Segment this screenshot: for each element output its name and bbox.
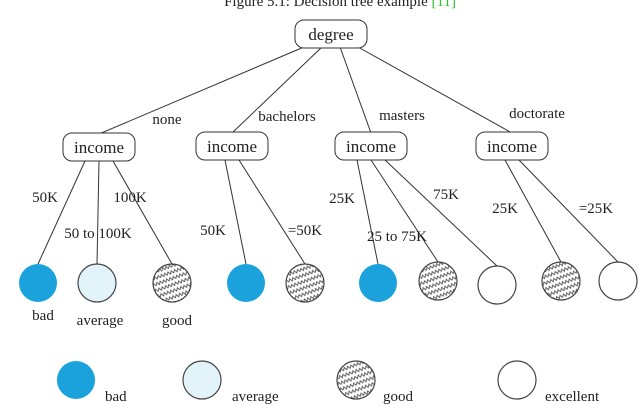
income-node-doctorate-box bbox=[475, 131, 549, 161]
leaf-average bbox=[77, 263, 117, 303]
legend-label-average: average bbox=[232, 389, 279, 405]
leaf-good bbox=[418, 261, 458, 301]
edge-label-=50K: =50K bbox=[288, 223, 322, 239]
edge-label-50K: 50K bbox=[32, 190, 58, 206]
edge-bachelors-0 bbox=[224, 159, 247, 265]
edge-label-=25K: =25K bbox=[579, 201, 613, 217]
leaf-bad bbox=[227, 264, 265, 302]
legend-label-bad: bad bbox=[105, 389, 127, 405]
edge-label-none: none bbox=[152, 112, 182, 128]
edge-label-25K: 25K bbox=[329, 191, 355, 207]
edge-doctorate-0 bbox=[504, 159, 562, 263]
legend-swatch-average bbox=[182, 360, 222, 400]
leaf-good bbox=[152, 263, 192, 303]
edge-degree-bachelors bbox=[231, 46, 323, 134]
income-node-masters: income bbox=[334, 131, 408, 161]
legend-swatch-excellent bbox=[497, 360, 537, 400]
leaf-label-average: average bbox=[77, 313, 124, 329]
edge-label-25K: 25K bbox=[492, 201, 518, 217]
income-node-masters-label: income bbox=[346, 137, 396, 156]
income-node-masters-box bbox=[334, 131, 408, 161]
leaf-bad bbox=[19, 264, 57, 302]
legend-label-excellent: excellent bbox=[545, 389, 600, 405]
edge-masters-0 bbox=[356, 159, 379, 265]
legend-swatch-good bbox=[336, 360, 376, 400]
income-node-bachelors-label: income bbox=[207, 137, 257, 156]
figure-caption: Figure 5.1: Decision tree example [11] bbox=[224, 0, 456, 10]
edge-none-2 bbox=[112, 160, 173, 265]
edge-label-25 to 75K: 25 to 75K bbox=[367, 229, 427, 245]
caption-reference: [11] bbox=[432, 0, 456, 10]
edge-label-75K: 75K bbox=[433, 187, 459, 203]
edge-label-doctorate: doctorate bbox=[509, 106, 565, 122]
edge-none-1 bbox=[96, 160, 100, 265]
leaf-good bbox=[285, 263, 325, 303]
income-node-bachelors: income bbox=[195, 131, 269, 161]
income-node-none-box bbox=[62, 132, 136, 162]
edge-label-100K: 100K bbox=[113, 190, 147, 206]
leaf-label-bad: bad bbox=[32, 308, 54, 324]
leaf-label-good: good bbox=[162, 313, 193, 329]
edge-label-50 to 100K: 50 to 100K bbox=[64, 226, 132, 242]
edge-masters-1 bbox=[370, 159, 439, 263]
legend-label-good: good bbox=[383, 389, 414, 405]
edge-label-50K: 50K bbox=[200, 223, 226, 239]
edge-bachelors-1 bbox=[238, 159, 306, 265]
income-node-bachelors-box bbox=[195, 131, 269, 161]
leaf-bad bbox=[359, 264, 397, 302]
income-node-none: income bbox=[62, 132, 136, 162]
edge-doctorate-1 bbox=[518, 159, 619, 263]
root-node-degree-label: degree bbox=[308, 25, 353, 44]
edge-none-0 bbox=[37, 160, 86, 265]
edge-degree-none bbox=[98, 46, 305, 135]
root-node-degree: degree bbox=[294, 19, 368, 49]
leaf-good bbox=[541, 261, 581, 301]
edge-label-masters: masters bbox=[379, 108, 425, 124]
root-node-degree-box bbox=[294, 19, 368, 49]
income-node-none-label: income bbox=[74, 138, 124, 157]
income-node-doctorate: income bbox=[475, 131, 549, 161]
edge-degree-doctorate bbox=[357, 46, 513, 134]
edge-degree-masters bbox=[339, 46, 372, 134]
edge-label-bachelors: bachelors bbox=[258, 109, 316, 125]
edge-masters-2 bbox=[384, 159, 498, 267]
leaf-excellent bbox=[477, 265, 517, 305]
income-node-doctorate-label: income bbox=[487, 137, 537, 156]
leaf-excellent bbox=[598, 261, 638, 301]
legend-swatch-bad bbox=[57, 361, 95, 399]
